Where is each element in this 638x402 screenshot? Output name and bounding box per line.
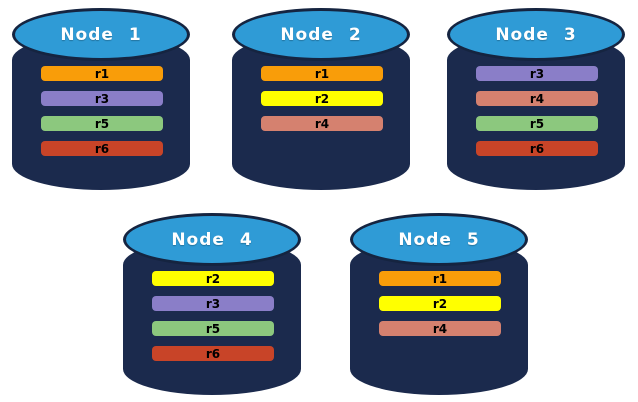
cylinder-top: Node 1 bbox=[12, 8, 190, 61]
cylinder-top: Node 5 bbox=[350, 213, 528, 266]
node-label: Node 2 bbox=[280, 24, 362, 45]
db-node-2: Node 2 r1 r2 r4 bbox=[232, 8, 410, 190]
replica-bar-r1: r1 bbox=[379, 271, 501, 286]
replica-bar-r4: r4 bbox=[379, 321, 501, 336]
replica-bar-r6: r6 bbox=[152, 346, 274, 361]
db-node-4: Node 4 r2 r3 r5 r6 bbox=[123, 213, 301, 395]
replica-list: r1 r3 r5 r6 bbox=[41, 66, 163, 156]
replica-bar-r3: r3 bbox=[476, 66, 598, 81]
replica-list: r1 r2 r4 bbox=[379, 271, 501, 336]
replica-bar-r1: r1 bbox=[41, 66, 163, 81]
replica-bar-r5: r5 bbox=[41, 116, 163, 131]
cylinder-top: Node 2 bbox=[232, 8, 410, 61]
db-node-5: Node 5 r1 r2 r4 bbox=[350, 213, 528, 395]
node-label: Node 4 bbox=[171, 229, 253, 250]
replica-bar-r2: r2 bbox=[261, 91, 383, 106]
db-node-3: Node 3 r3 r4 r5 r6 bbox=[447, 8, 625, 190]
replica-bar-r5: r5 bbox=[476, 116, 598, 131]
replica-bar-r6: r6 bbox=[41, 141, 163, 156]
node-label: Node 5 bbox=[398, 229, 480, 250]
replica-bar-r4: r4 bbox=[261, 116, 383, 131]
replica-bar-r3: r3 bbox=[41, 91, 163, 106]
cylinder-top: Node 4 bbox=[123, 213, 301, 266]
node-label: Node 3 bbox=[495, 24, 577, 45]
db-node-1: Node 1 r1 r3 r5 r6 bbox=[12, 8, 190, 190]
replica-bar-r1: r1 bbox=[261, 66, 383, 81]
replica-bar-r4: r4 bbox=[476, 91, 598, 106]
replica-bar-r3: r3 bbox=[152, 296, 274, 311]
replica-list: r3 r4 r5 r6 bbox=[476, 66, 598, 156]
replica-bar-r5: r5 bbox=[152, 321, 274, 336]
replica-list: r1 r2 r4 bbox=[261, 66, 383, 131]
node-label: Node 1 bbox=[60, 24, 142, 45]
replica-list: r2 r3 r5 r6 bbox=[152, 271, 274, 361]
replica-bar-r6: r6 bbox=[476, 141, 598, 156]
replica-bar-r2: r2 bbox=[152, 271, 274, 286]
replica-bar-r2: r2 bbox=[379, 296, 501, 311]
cylinder-top: Node 3 bbox=[447, 8, 625, 61]
